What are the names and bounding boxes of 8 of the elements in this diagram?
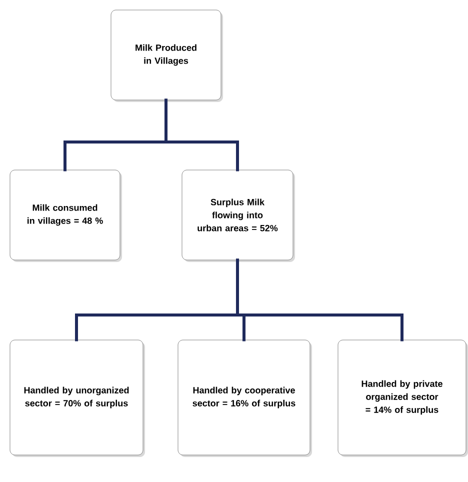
- process-box: Surplus Milk flowing into urban areas = 52%: [182, 170, 295, 262]
- process-box: Handled by private organized sector = 14% of surplus: [338, 340, 468, 457]
- connector: [236, 258, 404, 342]
- process-box: Handled by cooperative sector = 16% of surplus: [178, 340, 312, 457]
- connector: [164, 98, 239, 172]
- process-box: Milk consumed in villages = 48 %: [10, 170, 122, 262]
- process-box: Handled by unorganized sector = 70% of surplus: [10, 340, 145, 457]
- process-box: Milk Produced in Villages: [110, 10, 223, 102]
